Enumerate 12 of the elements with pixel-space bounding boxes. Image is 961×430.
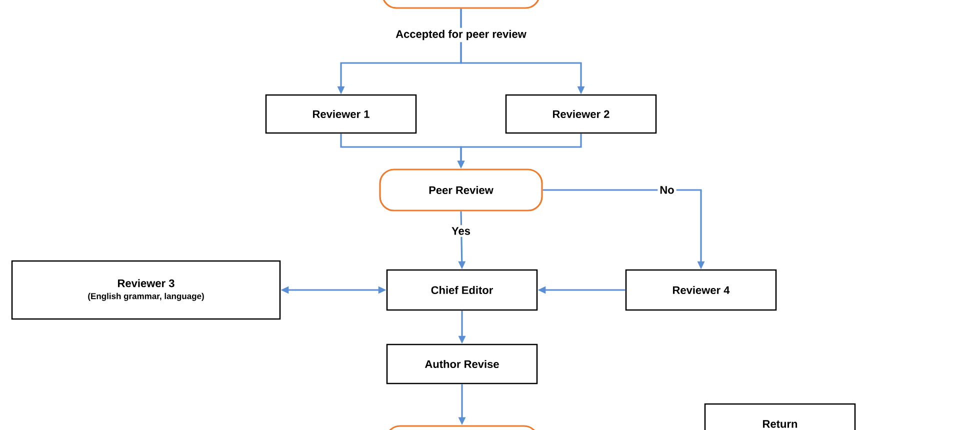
edge-label: Yes — [450, 225, 472, 237]
edge-label: Accepted for peer review — [394, 28, 528, 42]
process-box: Author Revise — [386, 344, 538, 384]
process-box: Reviewer 4 — [625, 269, 777, 311]
process-box: Reviewer 1 — [265, 94, 417, 134]
process-box: Reviewer 2 — [505, 94, 657, 134]
edge-label: No — [658, 184, 676, 196]
process-box: Chief Editor — [386, 269, 538, 311]
terminal-pill: Peer Review — [379, 168, 543, 212]
process-box: Return — [704, 403, 856, 430]
terminal-pill — [382, 0, 540, 9]
process-box: Reviewer 3 (English grammar, language) — [11, 260, 281, 320]
